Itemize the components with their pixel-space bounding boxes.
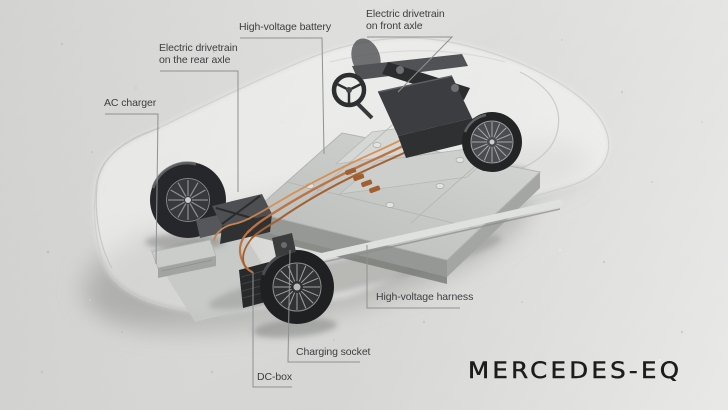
front-drivetrain-module (331, 38, 480, 158)
leader-hv-harness (366, 245, 460, 309)
label-hv-battery: High-voltage battery (239, 21, 331, 33)
leader-charging-socket (287, 249, 360, 363)
label-rear-drivetrain: Electric drivetrain on the rear axle (159, 42, 238, 66)
front-right-wheel (462, 112, 522, 172)
leader-rear-drivetrain (160, 70, 239, 192)
leader-lines (105, 36, 460, 388)
label-charging-socket: Charging socket (296, 346, 371, 358)
leader-dc-box (252, 272, 292, 388)
leader-ac-charger (105, 113, 159, 265)
rear-right-wheel (260, 250, 334, 324)
steering-wheel (331, 72, 374, 120)
label-front-drivetrain: Electric drivetrain on front axle (366, 8, 445, 32)
leader-front-drivetrain (367, 36, 454, 93)
label-hv-harness: High-voltage harness (376, 291, 474, 303)
label-ac-charger: AC charger (104, 97, 157, 109)
mercedes-eq-logo: MERCEDES-EQ (468, 358, 683, 384)
ac-charger-unit (151, 239, 217, 278)
leader-hv-battery (240, 37, 325, 155)
floor-speckles (40, 23, 703, 374)
label-dc-box: DC-box (257, 371, 292, 383)
rocker-rail (311, 199, 564, 262)
cable-connectors (345, 167, 381, 194)
